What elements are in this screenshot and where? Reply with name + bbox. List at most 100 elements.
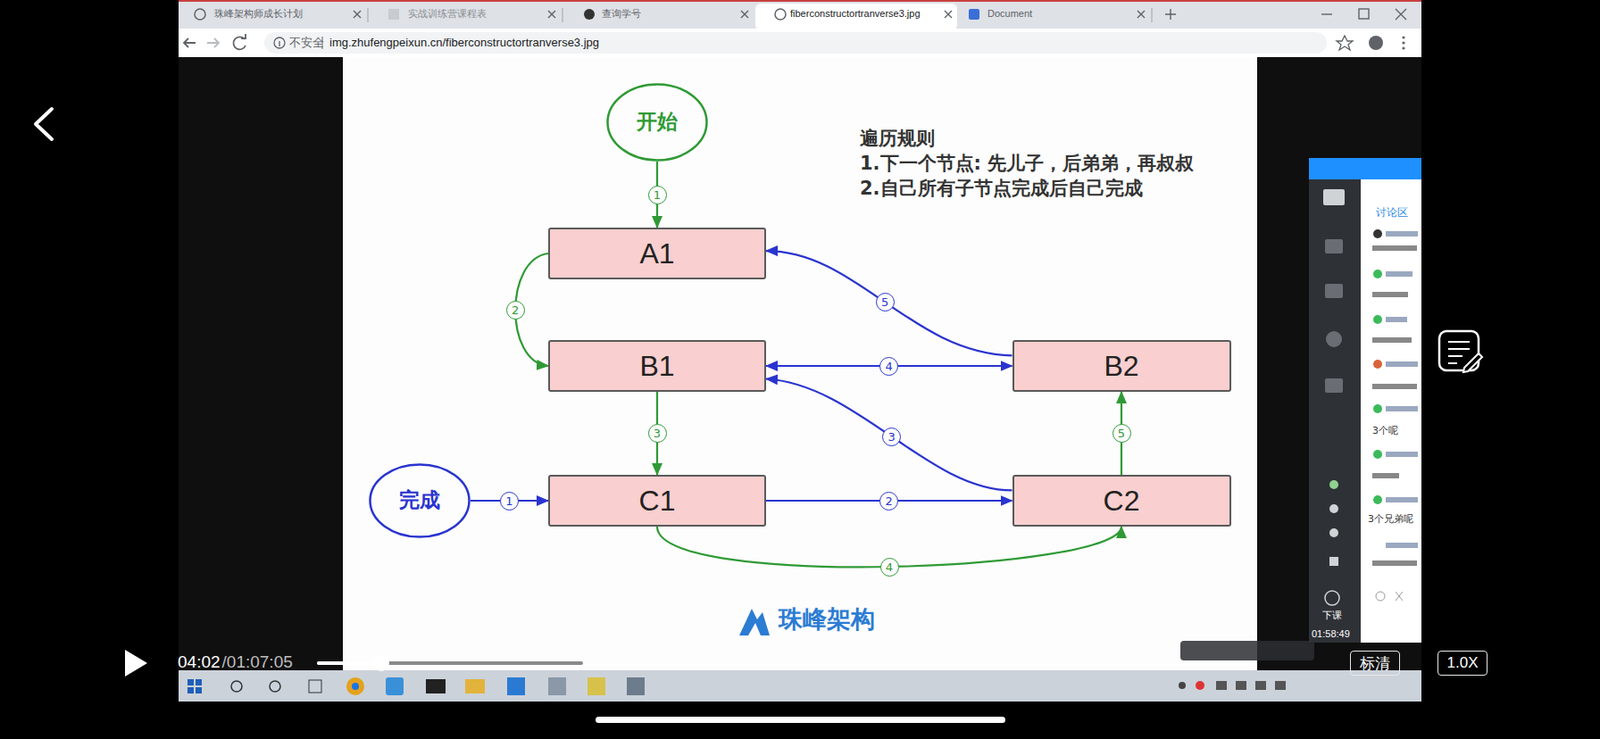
- step-number: 1: [648, 185, 667, 205]
- current-time: 04:02: [177, 652, 221, 674]
- watermark-logo: [739, 608, 770, 636]
- class-timer: 01:58:49: [1311, 628, 1350, 641]
- step-number: 2: [506, 300, 525, 320]
- tab-favicon: [775, 8, 786, 20]
- sidebar-icon: [1325, 378, 1343, 393]
- menu-dot: [1401, 46, 1405, 50]
- tab-favicon: [968, 8, 980, 20]
- profile-icon: [1368, 35, 1384, 50]
- info-icon: [274, 37, 285, 49]
- progress-track: [318, 661, 582, 666]
- tab-favicon: [583, 8, 595, 20]
- windows-logo: [195, 687, 202, 694]
- mic-icon: [1329, 480, 1339, 490]
- close-icon: [353, 10, 361, 18]
- taskbar-icons: [187, 677, 1286, 696]
- chat-text: [1372, 337, 1412, 343]
- step-number: 4: [879, 357, 899, 376]
- folder-icon: [465, 679, 485, 694]
- chat-panel: [1308, 158, 1422, 643]
- sidebar-icon: [1325, 239, 1343, 254]
- omnibox: [264, 32, 1327, 54]
- avatar: [1373, 495, 1383, 505]
- chat-name: [1385, 271, 1413, 277]
- maximize-icon: [1358, 8, 1369, 19]
- tray-icon: [1216, 681, 1227, 691]
- menu-dot: [1401, 41, 1405, 44]
- node-label: B1: [639, 349, 675, 384]
- url-text: img.zhufengpeixun.cn/fiberconstructortra…: [329, 35, 600, 50]
- task-view-icon: [308, 680, 322, 693]
- tab-separator: [367, 8, 369, 23]
- end-terminal: 完成: [368, 463, 471, 539]
- close-icon: [944, 10, 952, 18]
- info-icon: [278, 41, 280, 47]
- fiber-node: C2: [1012, 475, 1232, 527]
- tray-icon: [1178, 682, 1186, 690]
- node-label: A1: [639, 236, 675, 271]
- search-icon: [231, 681, 242, 692]
- speed-button: 1.0X: [1437, 650, 1489, 676]
- node-label: C2: [1103, 483, 1141, 518]
- avatar: [1373, 315, 1383, 325]
- rule-text: 2.自己所有子节点完成后自己完成: [859, 177, 1143, 200]
- rule-text: 1.下一个节点: 先儿子，后弟弟，再叔叔: [859, 152, 1194, 175]
- vscode-icon: [507, 677, 525, 696]
- chat-text: [1372, 291, 1409, 298]
- close-icon: [1137, 10, 1145, 18]
- notes-lines: [1448, 341, 1470, 364]
- window-close-icon: [1395, 8, 1407, 20]
- tab-title: 珠峰架构师成长计划: [214, 8, 303, 20]
- new-tab-icon: [1165, 8, 1176, 20]
- close-icon: [741, 10, 749, 18]
- chat-name: [1385, 406, 1418, 412]
- avatar: [1373, 229, 1383, 239]
- chat-name: [1385, 497, 1418, 503]
- toolbar-strip: [1180, 641, 1315, 661]
- slide: [342, 57, 1258, 671]
- reload-icon: [241, 33, 246, 39]
- terminal-icon: [425, 679, 446, 694]
- chat-name: [1385, 451, 1418, 458]
- step-number: 5: [1112, 424, 1132, 443]
- cortana-icon: [269, 681, 281, 692]
- emoji-icon: [1375, 591, 1385, 601]
- sidebar-icon: [1325, 283, 1343, 299]
- start-terminal: 开始: [606, 83, 709, 162]
- home-indicator: [595, 716, 1006, 724]
- toolbar: [178, 28, 1422, 58]
- fiber-node: A1: [548, 227, 767, 280]
- bookmark-star: [1336, 35, 1353, 50]
- logo-mountain: [748, 623, 761, 636]
- notes-icon: [1439, 331, 1483, 373]
- panel-title: 讨论区: [1375, 206, 1409, 219]
- forward-icon: [207, 38, 219, 48]
- step-number: 3: [882, 427, 901, 447]
- windows-logo: [195, 679, 202, 686]
- total-time: /01:07:05: [222, 652, 293, 674]
- tray-icon: [1275, 681, 1286, 691]
- menu-dot: [1401, 35, 1405, 39]
- browser-window: [178, 0, 1422, 702]
- tray-icon: [1195, 681, 1205, 691]
- taskbar: [178, 670, 1422, 702]
- active-tab: [755, 3, 958, 31]
- chat-name: [1385, 231, 1418, 237]
- chat-text: [1372, 473, 1400, 479]
- progress-played: [318, 661, 382, 666]
- step-number: 3: [648, 424, 667, 443]
- fiber-node: B2: [1012, 340, 1232, 392]
- ellipse-outline: [370, 465, 470, 538]
- chat-message: 3个呢: [1372, 425, 1399, 437]
- node-label: 开始: [636, 109, 678, 135]
- chat-sidebar: [1308, 179, 1361, 643]
- fullscreen-icon: [1329, 557, 1339, 567]
- completion-arrow: [766, 379, 1013, 492]
- progress-knob: [373, 655, 390, 672]
- chat-name: [1385, 316, 1408, 323]
- rules-heading: 遍历规则: [859, 127, 935, 150]
- ellipse-outline: [608, 84, 708, 161]
- chat-lines: [1372, 229, 1418, 601]
